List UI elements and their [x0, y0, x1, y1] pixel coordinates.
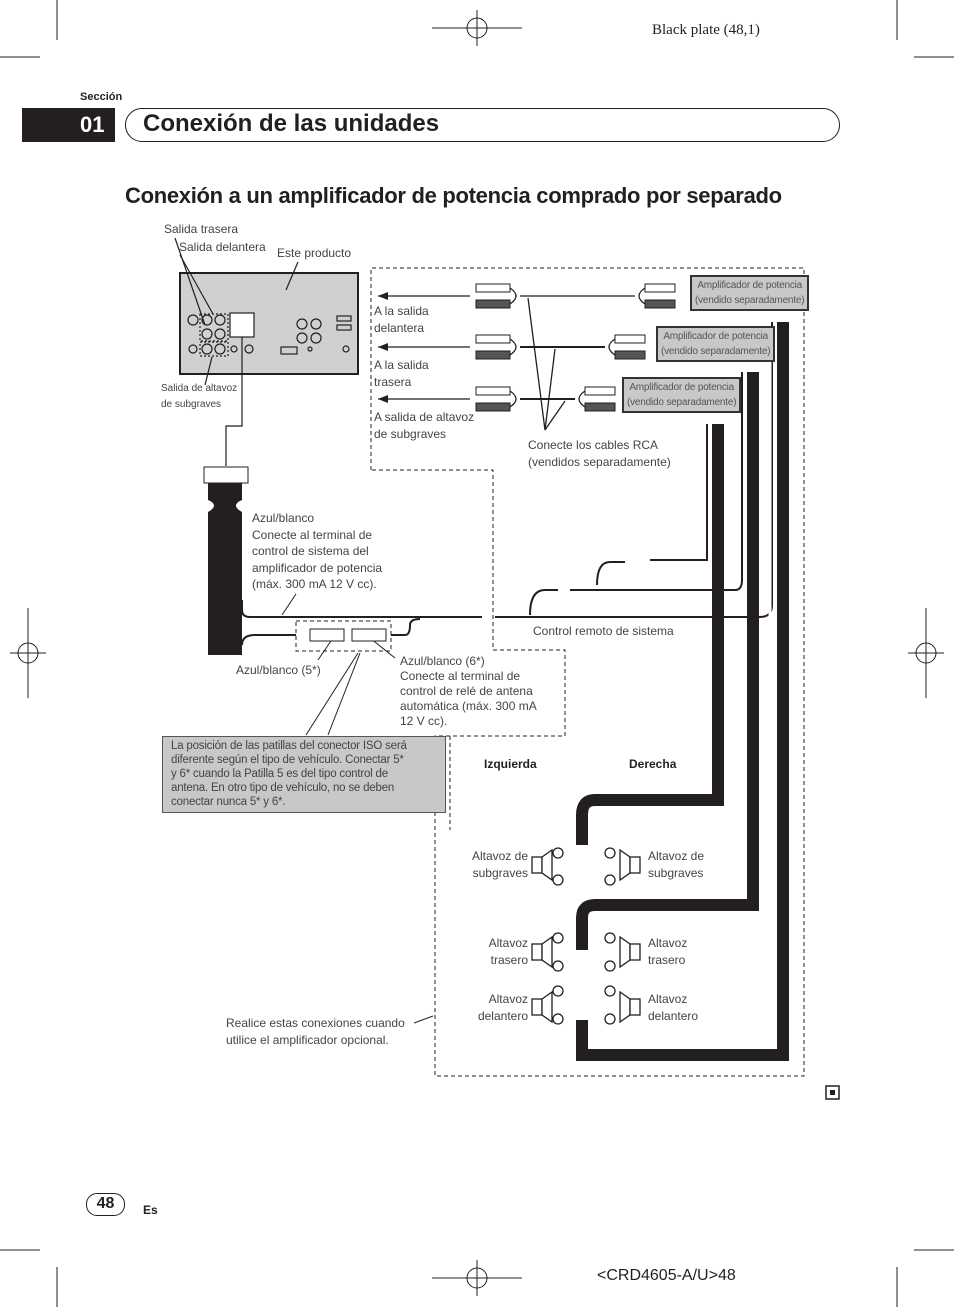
- amplifier-box: Amplificador de potencia (vendido separa…: [622, 377, 742, 413]
- remote-label: Control remoto de sistema: [533, 624, 674, 638]
- this-product-label: Este producto: [277, 246, 352, 260]
- right-label: Derecha: [629, 757, 677, 771]
- right-rear-speaker-label: Altavoz trasero: [648, 936, 688, 967]
- amplifier-box: Amplificador de potencia (vendido separa…: [690, 275, 810, 311]
- left-sub-speaker-label: Altavoz de subgraves: [471, 849, 528, 880]
- plate-label: Black plate (48,1): [652, 22, 760, 38]
- left-front-speaker-label: Altavoz delantero: [477, 992, 528, 1023]
- document-code: <CRD4605-A/U>48: [597, 1267, 736, 1284]
- amplifier-box: Amplificador de potencia (vendido separa…: [656, 326, 776, 362]
- speaker-icons: [531, 847, 641, 1025]
- section-title: Conexión de las unidades: [125, 108, 840, 142]
- section-label: Sección: [80, 91, 123, 103]
- to-sub-label: A salida de altavoz de subgraves: [374, 410, 475, 441]
- iso-note: La posición de las patillas del conector…: [162, 736, 446, 813]
- front-output-label: Salida delantera: [179, 240, 266, 254]
- left-label: Izquierda: [484, 757, 537, 771]
- rca-plugs: [475, 283, 676, 412]
- language-label: Es: [143, 1203, 158, 1217]
- optional-note: Realice estas conexiones cuando utilice …: [226, 1016, 405, 1047]
- blue-white-6-label: Azul/blanco (6*) Conecte al terminal de …: [400, 654, 537, 728]
- blue-white-label: Azul/blanco Conecte al terminal de contr…: [252, 511, 383, 591]
- left-rear-speaker-label: Altavoz trasero: [488, 936, 528, 967]
- rca-label: Conecte los cables RCA (vendidos separad…: [528, 438, 671, 469]
- blue-white-5-label: Azul/blanco (5*): [236, 663, 321, 677]
- head-unit-rear-panel: [179, 272, 359, 375]
- right-front-speaker-label: Altavoz delantero: [648, 992, 699, 1023]
- page-heading: Conexión a un amplificador de potencia c…: [125, 183, 782, 208]
- page-number: 48: [86, 1193, 125, 1216]
- subwoofer-output-label: Salida de altavoz de subgraves: [161, 383, 238, 410]
- rear-output-label: Salida trasera: [164, 222, 239, 236]
- right-sub-speaker-label: Altavoz de subgraves: [648, 849, 705, 880]
- to-rear-label: A la salida trasera: [374, 358, 429, 389]
- to-front-label: A la salida delantera: [374, 304, 429, 335]
- section-number: 01: [22, 108, 115, 142]
